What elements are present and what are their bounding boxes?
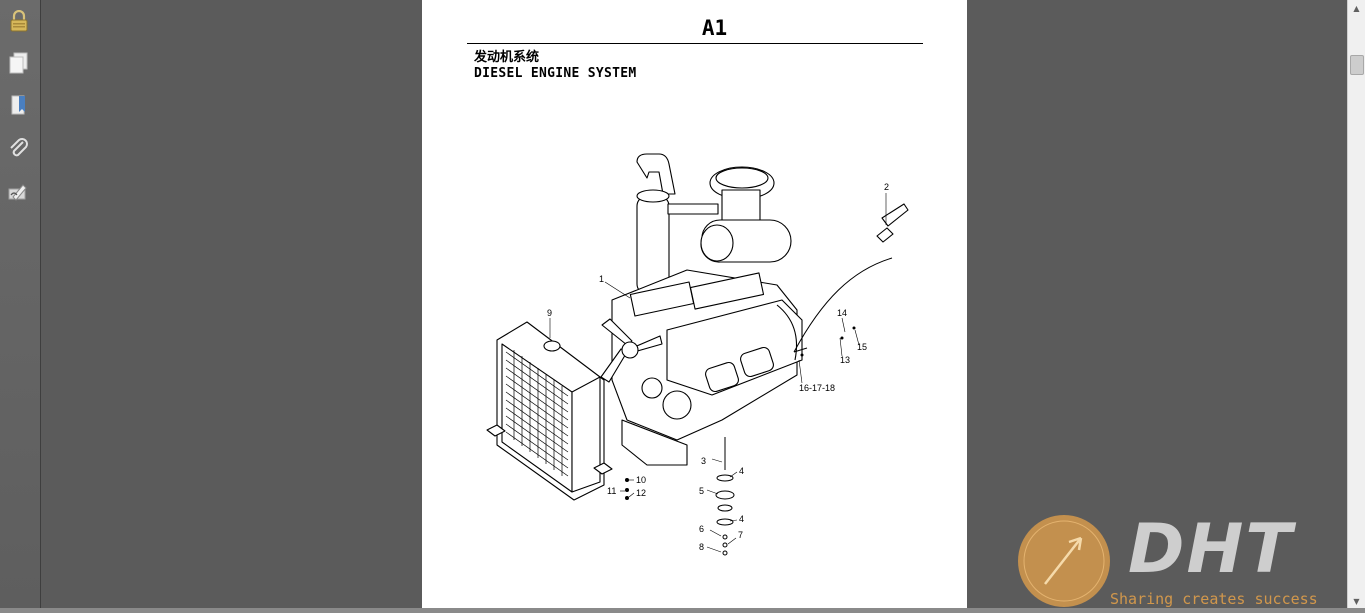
callout-7: 7	[738, 530, 743, 540]
subtitle-chinese: 发动机系统	[474, 50, 540, 65]
lock-icon[interactable]	[6, 8, 32, 34]
callout-2: 2	[884, 182, 889, 192]
pages-icon[interactable]	[6, 50, 32, 76]
title-rule	[467, 43, 923, 44]
callout-15: 15	[857, 342, 867, 352]
bookmark-icon[interactable]	[6, 93, 32, 119]
document-page: A1 发动机系统 DIESEL ENGINE SYSTEM	[422, 0, 967, 613]
engine-exploded-diagram: 1 2 3 4 5 4 6 7 8 9 10 11 12 13 14 15 16…	[486, 153, 909, 556]
watermark-logo-icon	[1018, 515, 1110, 607]
callout-4b: 4	[739, 514, 744, 524]
callout-12: 12	[636, 488, 646, 498]
scroll-up-arrow-icon[interactable]: ▲	[1353, 4, 1360, 13]
callout-3: 3	[701, 456, 706, 466]
subtitle-english: DIESEL ENGINE SYSTEM	[474, 66, 637, 81]
callout-5: 5	[699, 486, 704, 496]
callout-10: 10	[636, 475, 646, 485]
callout-11: 11	[607, 486, 616, 496]
watermark-brand: DHT	[1128, 510, 1294, 589]
callout-labels: 1 2 3 4 5 4 6 7 8 9 10 11 12 13 14 15 16…	[547, 182, 889, 552]
vertical-scrollbar[interactable]: ▲ ▼	[1347, 0, 1365, 610]
callout-6: 6	[699, 524, 704, 534]
page-title: A1	[701, 16, 728, 40]
scroll-down-arrow-icon[interactable]: ▼	[1353, 597, 1360, 606]
bottom-status-strip	[0, 608, 1365, 613]
callout-8: 8	[699, 542, 704, 552]
attachment-icon[interactable]	[6, 136, 32, 162]
dht-watermark: DHT Sharing creates success	[1015, 510, 1365, 613]
tools-sidebar	[0, 0, 41, 613]
callout-13: 13	[840, 355, 850, 365]
callout-9: 9	[547, 308, 552, 318]
signature-icon[interactable]	[6, 179, 32, 205]
callout-14: 14	[837, 308, 847, 318]
watermark-tagline: Sharing creates success	[1110, 590, 1318, 608]
callout-1: 1	[599, 274, 604, 284]
callout-16-17-18: 16-17-18	[799, 383, 835, 393]
scroll-thumb[interactable]	[1350, 55, 1364, 75]
callout-4a: 4	[739, 466, 744, 476]
